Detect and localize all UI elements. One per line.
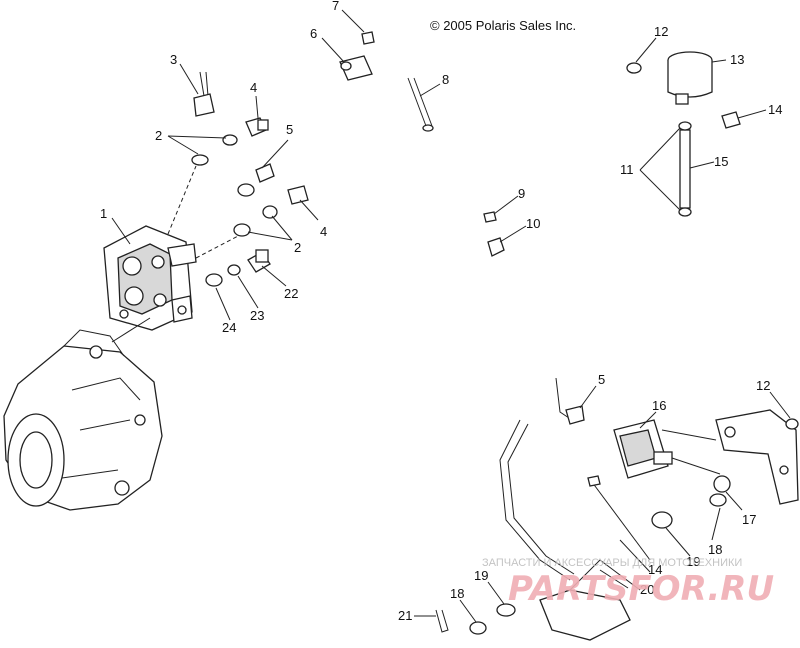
callout-11: 11 xyxy=(620,162,634,177)
watermark-brand: PARTSFOR.RU xyxy=(508,569,774,609)
bolt-22 xyxy=(247,249,271,273)
washer-23 xyxy=(227,264,241,276)
callout-2b: 2 xyxy=(294,240,301,255)
rod-8 xyxy=(407,77,434,132)
callout-18a: 18 xyxy=(708,542,722,557)
clip-17 xyxy=(713,475,731,493)
bleeder-5a xyxy=(237,163,275,197)
master-cylinder-16 xyxy=(613,419,673,479)
callout-12a: 12 xyxy=(654,24,668,39)
washer-18b xyxy=(469,621,487,635)
washer-2c xyxy=(233,223,251,237)
brake-line-fitting-3 xyxy=(193,71,215,117)
callout-14b: 14 xyxy=(648,562,662,577)
bleeder-5b xyxy=(555,377,585,425)
callout-10: 10 xyxy=(526,216,540,231)
callout-5a: 5 xyxy=(286,122,293,137)
callout-15: 15 xyxy=(714,154,728,169)
callout-14a: 14 xyxy=(768,102,782,117)
callout-16: 16 xyxy=(652,398,666,413)
callout-4b: 4 xyxy=(320,224,327,239)
cap-12b xyxy=(785,418,799,430)
washer-2b xyxy=(222,134,238,146)
callout-8: 8 xyxy=(442,72,449,87)
callout-13: 13 xyxy=(730,52,744,67)
callout-24: 24 xyxy=(222,320,236,335)
hose-15 xyxy=(678,121,692,217)
clip-9 xyxy=(483,211,497,223)
callout-4a: 4 xyxy=(250,80,257,95)
callout-numbers: 1 2 2 3 4 4 5 5 6 7 8 9 10 11 12 12 13 1… xyxy=(100,0,782,623)
washer-2a xyxy=(191,154,209,166)
screw-7 xyxy=(361,31,375,45)
callout-7: 7 xyxy=(332,0,339,13)
brake-rod-20 xyxy=(499,419,641,641)
watermark: ЗАПЧАСТИ И АКСЕССУАРЫ ДЛЯ МОТОТЕХНИКИ PA… xyxy=(482,557,774,609)
callout-5b: 5 xyxy=(598,372,605,387)
cap-12a xyxy=(626,62,642,74)
clip-10 xyxy=(487,237,505,257)
gearcase-housing xyxy=(3,329,163,511)
copyright-text: © 2005 Polaris Sales Inc. xyxy=(430,18,576,33)
bolt-4a xyxy=(245,117,269,137)
washer-24 xyxy=(205,273,223,287)
callout-12b: 12 xyxy=(756,378,770,393)
bushing-19a xyxy=(651,511,673,529)
bushing-19b xyxy=(496,603,516,617)
callout-23: 23 xyxy=(250,308,264,323)
pin-4b xyxy=(287,185,309,205)
mount-bracket xyxy=(715,409,799,505)
cotter-pin-21 xyxy=(435,609,449,633)
callout-9: 9 xyxy=(518,186,525,201)
washer-2d xyxy=(262,205,278,219)
callout-17: 17 xyxy=(742,512,756,527)
bolt-14a xyxy=(721,111,741,129)
callout-19b: 19 xyxy=(474,568,488,583)
callout-22: 22 xyxy=(284,286,298,301)
callout-18b: 18 xyxy=(450,586,464,601)
callout-21: 21 xyxy=(398,608,412,623)
watermark-tagline: ЗАПЧАСТИ И АКСЕССУАРЫ ДЛЯ МОТОТЕХНИКИ xyxy=(482,557,742,569)
pushrod-14b xyxy=(591,481,651,561)
reservoir-13 xyxy=(667,51,713,105)
washer-18a xyxy=(709,493,727,507)
switch-6 xyxy=(339,55,373,81)
brake-caliper xyxy=(103,225,197,331)
callout-1: 1 xyxy=(100,206,107,221)
callout-3: 3 xyxy=(170,52,177,67)
leader-lines xyxy=(111,9,791,623)
callout-6: 6 xyxy=(310,26,317,41)
callout-20: 20 xyxy=(640,582,654,597)
callout-2a: 2 xyxy=(155,128,162,143)
callout-19a: 19 xyxy=(686,554,700,569)
